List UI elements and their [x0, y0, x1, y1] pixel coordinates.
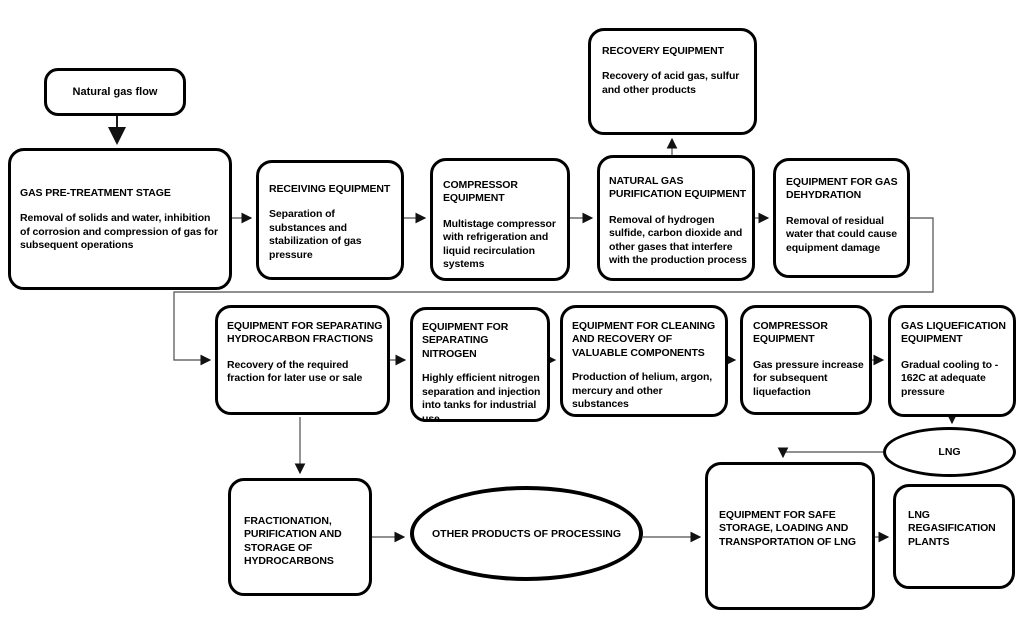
- node-title: GAS PRE-TREATMENT STAGE: [20, 187, 171, 199]
- node-label: Natural gas flow: [72, 86, 158, 98]
- node-lng: LNG: [883, 427, 1016, 477]
- node-gas-liquefication-equipment: GAS LIQUEFICATION EQUIPMENT Gradual cool…: [888, 305, 1016, 417]
- node-fractionation-storage-hydrocarbons: FRACTIONATION, PURIFICATION AND STORAGE …: [228, 478, 372, 596]
- node-title: EQUIPMENT FOR SEPARATING HYDROCARBON FRA…: [227, 320, 383, 346]
- node-title: RECEIVING EQUIPMENT: [269, 183, 391, 195]
- connector-lng-storage: [777, 447, 883, 459]
- node-natural-gas-purification-equipment: NATURAL GAS PURIFICATION EQUIPMENT Remov…: [597, 155, 755, 281]
- node-body: Removal of hydrogen sulfide, carbon diox…: [609, 213, 747, 267]
- node-title: EQUIPMENT FOR SAFE STORAGE, LOADING AND …: [719, 509, 856, 548]
- node-cleaning-valuable-components: EQUIPMENT FOR CLEANING AND RECOVERY OF V…: [560, 305, 728, 417]
- node-title: LNG REGASIFICATION PLANTS: [908, 509, 996, 548]
- node-title: RECOVERY EQUIPMENT: [602, 45, 724, 57]
- connector-dehydration-fractions: [173, 217, 934, 366]
- node-title: FRACTIONATION, PURIFICATION AND STORAGE …: [244, 515, 342, 568]
- node-body: Multistage compressor with refrigeration…: [443, 217, 556, 271]
- node-safe-storage-loading-transportation-lng: EQUIPMENT FOR SAFE STORAGE, LOADING AND …: [705, 462, 875, 610]
- node-compressor-equipment-2: COMPRESSOR EQUIPMENT Gas pressure increa…: [740, 305, 872, 415]
- node-body: Highly efficient nitrogen separation and…: [422, 372, 541, 425]
- node-title: EQUIPMENT FOR CLEANING AND RECOVERY OF V…: [572, 320, 716, 359]
- node-body: Removal of residual water that could cau…: [786, 214, 897, 254]
- node-title: COMPRESSOR EQUIPMENT: [753, 320, 828, 346]
- node-gas-pretreatment-stage: GAS PRE-TREATMENT STAGE Removal of solid…: [8, 148, 232, 290]
- node-natural-gas-flow: Natural gas flow: [44, 68, 186, 116]
- node-body: Recovery of the required fraction for la…: [227, 358, 363, 385]
- node-title: EQUIPMENT FOR SEPARATING NITROGEN: [422, 321, 509, 360]
- node-lng-regasification-plants: LNG REGASIFICATION PLANTS: [893, 484, 1015, 589]
- node-separating-nitrogen: EQUIPMENT FOR SEPARATING NITROGEN Highly…: [410, 307, 550, 425]
- node-body: Gas pressure increase for subsequent liq…: [753, 358, 864, 398]
- node-title: COMPRESSOR EQUIPMENT: [443, 179, 518, 205]
- node-other-products-of-processing: OTHER PRODUCTS OF PROCESSING: [410, 486, 643, 581]
- node-title: EQUIPMENT FOR GAS DEHYDRATION: [786, 176, 898, 202]
- node-label: LNG: [938, 446, 961, 458]
- node-title: NATURAL GAS PURIFICATION EQUIPMENT: [609, 175, 747, 201]
- node-body: Removal of solids and water, inhibition …: [20, 212, 218, 252]
- node-body: Separation of substances and stabilizati…: [269, 208, 362, 261]
- node-title: GAS LIQUEFICATION EQUIPMENT: [901, 320, 1006, 346]
- node-compressor-equipment-1: COMPRESSOR EQUIPMENT Multistage compress…: [430, 158, 570, 281]
- node-recovery-equipment: RECOVERY EQUIPMENT Recovery of acid gas,…: [588, 28, 757, 135]
- node-body: Production of helium, argon, mercury and…: [572, 371, 713, 411]
- node-gas-dehydration-equipment: EQUIPMENT FOR GAS DEHYDRATION Removal of…: [773, 158, 910, 278]
- node-body: Gradual cooling to - 162C at adequate pr…: [901, 358, 999, 398]
- node-separating-hydrocarbon-fractions: EQUIPMENT FOR SEPARATING HYDROCARBON FRA…: [215, 305, 390, 415]
- node-receiving-equipment: RECEIVING EQUIPMENT Separation of substa…: [256, 160, 404, 280]
- node-body: Recovery of acid gas, sulfur and other p…: [602, 70, 740, 96]
- node-label: OTHER PRODUCTS OF PROCESSING: [431, 527, 621, 540]
